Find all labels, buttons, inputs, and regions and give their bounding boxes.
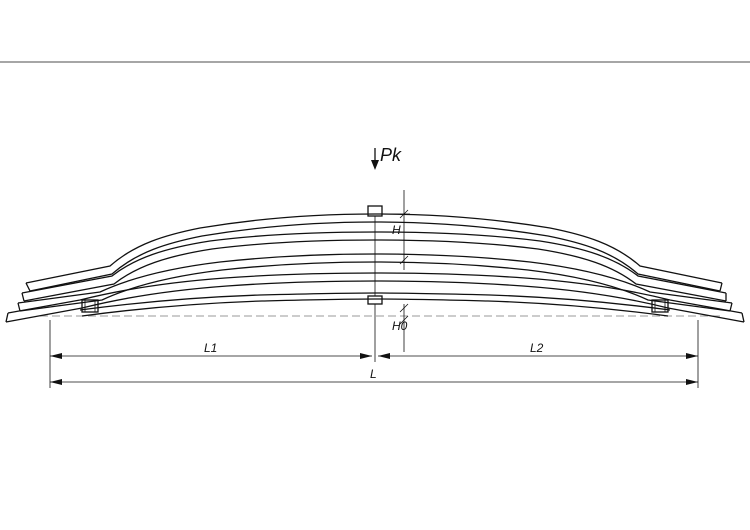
dimension-l2-arrow-left bbox=[378, 353, 390, 359]
load-label: Pk bbox=[380, 145, 402, 165]
leaf-1-left-end bbox=[25, 282, 31, 292]
right-eye-bushing bbox=[651, 299, 669, 313]
load-arrow-head bbox=[371, 160, 379, 170]
dimension-l1-label: L1 bbox=[204, 341, 217, 355]
dimension-l1-arrow-right bbox=[360, 353, 372, 359]
center-bolt-nut bbox=[367, 295, 383, 305]
dimension-l-arrow-right bbox=[686, 379, 698, 385]
leaf-2-left-end bbox=[21, 292, 25, 302]
leaf-4-right-end bbox=[741, 312, 745, 323]
height-zero-tick-bottom bbox=[399, 315, 409, 325]
height-zero-label: H0 bbox=[392, 319, 408, 333]
dimension-l2-label: L2 bbox=[530, 341, 544, 355]
dimension-l2-arrow-right bbox=[686, 353, 698, 359]
leaf-1-top-edge bbox=[25, 213, 723, 284]
height-zero-tick-top bbox=[399, 303, 409, 313]
left-eye-bushing bbox=[81, 299, 99, 313]
support-leaf-bottom-edge bbox=[81, 298, 669, 317]
leaf-1-right-end bbox=[719, 282, 723, 292]
leaf-3-right-end bbox=[729, 302, 733, 312]
dimension-l-label: L bbox=[370, 367, 377, 381]
dimension-l1-arrow-left bbox=[50, 353, 62, 359]
height-tick-top bbox=[399, 209, 409, 219]
height-tick-bottom bbox=[399, 255, 409, 265]
leaf-3-left-end bbox=[17, 302, 21, 312]
dimension-l-arrow-left bbox=[50, 379, 62, 385]
leaf-4-left-end bbox=[5, 312, 9, 323]
height-label: H bbox=[392, 223, 401, 237]
